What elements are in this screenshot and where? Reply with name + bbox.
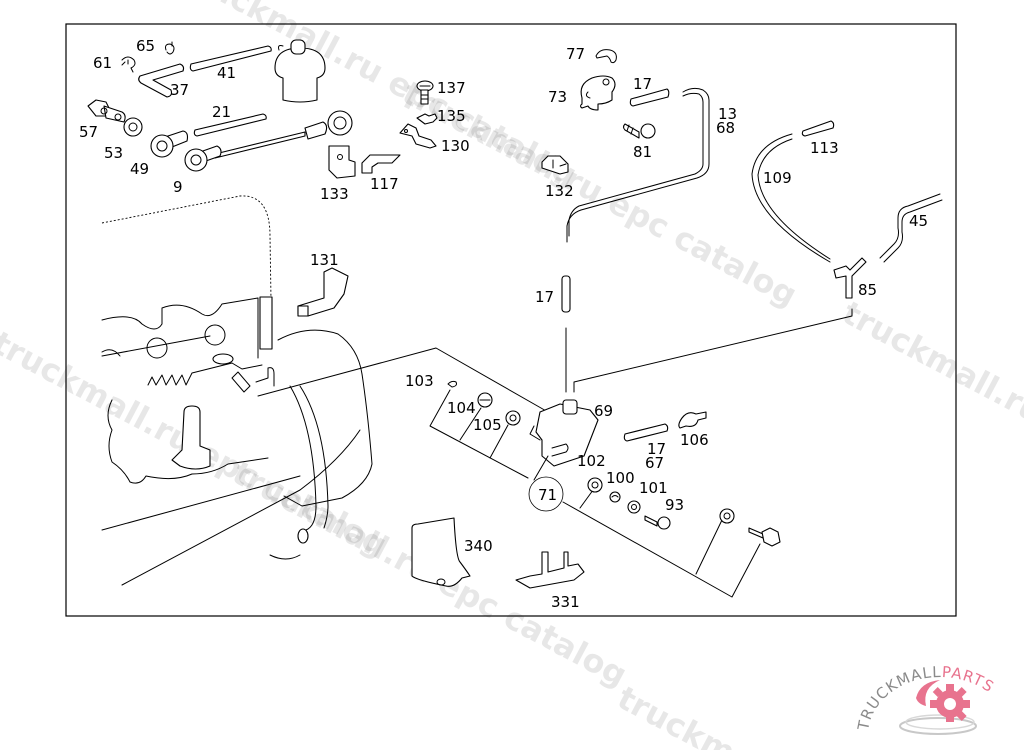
part-131-bracket[interactable] [297, 267, 349, 317]
label-49: 49 [130, 160, 149, 178]
part-106-valve[interactable] [678, 411, 707, 429]
part-77-clip[interactable] [595, 49, 617, 64]
label-13: 13 [718, 105, 737, 123]
leader-line [573, 308, 853, 393]
watermark: truckm [611, 679, 741, 750]
label-67: 67 [645, 454, 664, 472]
part-331-bracket[interactable] [515, 551, 585, 589]
part-13-68-fuel-pipe[interactable] [566, 87, 710, 243]
part-117-bracket[interactable] [361, 154, 401, 174]
leader-line [562, 485, 761, 598]
label-65: 65 [136, 37, 155, 55]
part-103-clip[interactable] [447, 380, 457, 388]
truckmall-parts-logo: TRUCKMALLPARTS [854, 663, 998, 735]
callout-71[interactable]: 71 [528, 476, 564, 512]
part-21-pipe[interactable] [193, 113, 267, 137]
label-100: 100 [606, 469, 635, 487]
label-131: 131 [310, 251, 339, 269]
label-71: 71 [538, 486, 557, 504]
label-101: 101 [639, 479, 668, 497]
part-137-screw[interactable] [416, 80, 434, 105]
label-132: 132 [545, 182, 574, 200]
label-133: 133 [320, 185, 349, 203]
leader-line [533, 455, 549, 481]
leader-line [429, 389, 529, 479]
label-137: 137 [437, 79, 466, 97]
part-37-elbow-hose[interactable] [138, 63, 185, 98]
part-17-67-hose[interactable] [623, 423, 669, 442]
part-53-washer[interactable] [123, 117, 143, 137]
part-41-hose[interactable] [189, 45, 272, 72]
part-65-clip[interactable] [165, 41, 175, 55]
label-113: 113 [810, 139, 839, 157]
part-340-shield[interactable] [411, 517, 471, 587]
label-37: 37 [170, 81, 189, 99]
part-9-fuel-line[interactable] [184, 110, 353, 172]
label-130: 130 [441, 137, 470, 155]
part-130-bracket[interactable] [399, 123, 437, 149]
part-bolt-right[interactable] [748, 527, 781, 547]
part-57-banjo-bolt[interactable] [87, 99, 126, 123]
label-340: 340 [464, 537, 493, 555]
label-106: 106 [680, 431, 709, 449]
watermark: truckmall.ru e [836, 294, 1024, 447]
part-vacuum-unit[interactable] [274, 39, 326, 103]
part-85-t-connector[interactable] [833, 257, 867, 299]
part-104-plug[interactable] [477, 392, 493, 408]
part-133-clamp[interactable] [328, 145, 356, 179]
part-132-clip[interactable] [541, 155, 569, 175]
label-77: 77 [566, 45, 585, 63]
part-102-bushing[interactable] [587, 477, 603, 493]
label-53: 53 [104, 144, 123, 162]
label-81: 81 [633, 143, 652, 161]
part-61-clip[interactable] [121, 56, 136, 73]
label-17-mid: 17 [535, 288, 554, 306]
part-135-clip[interactable] [416, 113, 438, 125]
label-17-lower: 17 [647, 440, 666, 458]
label-102: 102 [577, 452, 606, 470]
label-93: 93 [665, 496, 684, 514]
part-49-banjo-fitting[interactable] [150, 130, 189, 158]
part-100-washer[interactable] [609, 491, 621, 503]
label-117: 117 [370, 175, 399, 193]
label-68: 68 [716, 119, 735, 137]
label-17-top: 17 [633, 75, 652, 93]
part-17-hose-vertical[interactable] [561, 275, 571, 313]
part-81-banjo-bolt[interactable] [622, 123, 656, 139]
label-135: 135 [437, 107, 466, 125]
part-labels: 61 65 41 37 57 53 49 9 21 137 135 130 13… [79, 37, 928, 611]
logo-text: TRUCKMALLPARTS [854, 663, 998, 733]
label-9: 9 [173, 178, 183, 196]
label-57: 57 [79, 123, 98, 141]
part-45-hose[interactable] [879, 193, 943, 263]
label-21: 21 [212, 103, 231, 121]
part-113-hose[interactable] [801, 120, 835, 137]
part-93-bolt[interactable] [644, 515, 671, 530]
label-41: 41 [217, 64, 236, 82]
label-45: 45 [909, 212, 928, 230]
part-105-washer[interactable] [505, 410, 521, 426]
label-61: 61 [93, 54, 112, 72]
part-17-hose-short[interactable] [629, 88, 670, 107]
part-bushing-right[interactable] [719, 508, 735, 524]
engine-assembly [101, 195, 373, 586]
label-109: 109 [763, 169, 792, 187]
label-85: 85 [858, 281, 877, 299]
diagram-frame [65, 23, 957, 617]
label-104: 104 [447, 399, 476, 417]
part-101-washer[interactable] [627, 500, 641, 514]
label-69: 69 [594, 402, 613, 420]
leader-line [257, 347, 549, 413]
label-105: 105 [473, 416, 502, 434]
part-109-hose[interactable] [751, 133, 831, 263]
gear-icon [899, 680, 977, 735]
part-73-valve[interactable] [579, 75, 616, 111]
label-103: 103 [405, 372, 434, 390]
label-331: 331 [551, 593, 580, 611]
part-69-shutoff-valve[interactable] [529, 399, 599, 467]
label-73: 73 [548, 88, 567, 106]
